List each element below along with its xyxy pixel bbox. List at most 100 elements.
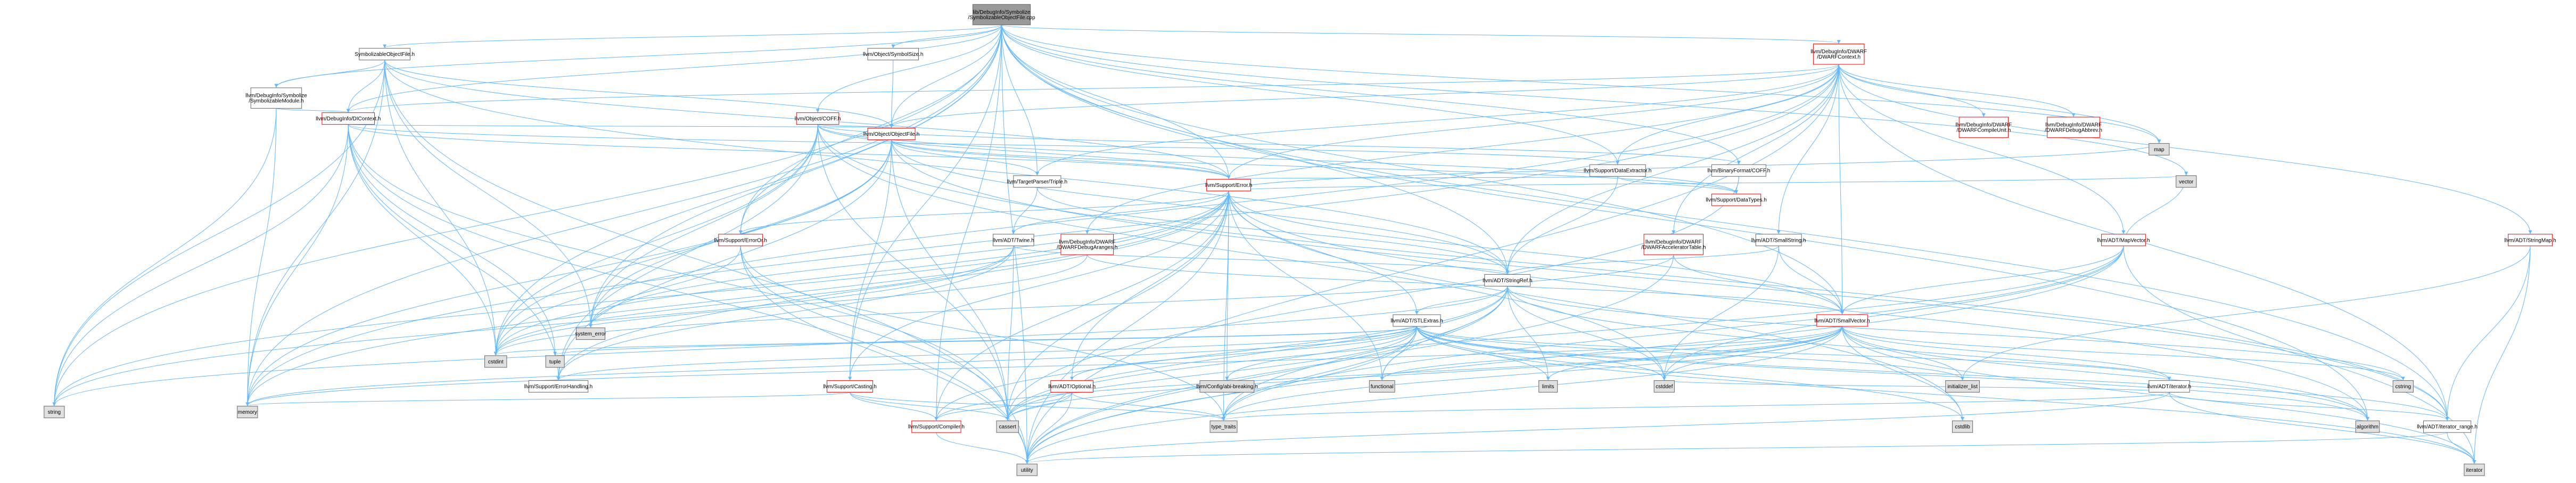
node-coff[interactable]: llvm/Object/COFF.h [795, 112, 841, 125]
node-box [867, 48, 919, 61]
node-label: llvm/Support/DataExtractor.h [1584, 168, 1651, 174]
node-smallstr[interactable]: llvm/ADT/SmallString.h [1751, 234, 1806, 247]
edge-error-to-functional [1228, 191, 1384, 381]
node-dwctx[interactable]: llvm/DebugInfo/DWARF/DWARFContext.h [1810, 43, 1867, 65]
node-casting[interactable]: llvm/Support/Casting.h [823, 380, 877, 393]
node-erroror[interactable]: llvm/Support/ErrorOr.h [714, 234, 767, 247]
node-twine[interactable]: llvm/ADT/Twine.h [993, 234, 1034, 247]
edge-error-to-map [1228, 142, 2161, 192]
edge-mapvec-to-smallvec [1840, 245, 2124, 315]
node-dwabbrev[interactable]: llvm/DebugInfo/DWARF/DWARFDebugAbbrev.h [2045, 117, 2102, 138]
node-cstdint: cstdint [484, 355, 507, 368]
edge-symobj-to-cstdint [384, 60, 498, 356]
edge-symobj-to-memory [245, 60, 385, 406]
edge-stlextras-to-tuple [553, 326, 1417, 356]
edge-stlextras-to-adtiter [1416, 326, 2171, 381]
edge-root-to-compiler [934, 24, 1002, 421]
edge-twine-to-strref [1013, 245, 1510, 275]
edge-smallvec-to-initlist [1842, 326, 1965, 381]
node-box [1206, 179, 1251, 192]
node-bfcoff[interactable]: llvm/BinaryFormat/COFF.h [1707, 164, 1770, 177]
node-config: llvm/Config/abi-breaking.h [1196, 380, 1258, 393]
node-label: llvm/Support/Compiler.h [908, 424, 965, 430]
edge-root-to-casting [848, 24, 1002, 381]
edge-strref-to-algorithm [1507, 286, 2369, 421]
node-strref[interactable]: llvm/ADT/StringRef.h [1483, 274, 1532, 286]
node-objfile[interactable]: llvm/Object/ObjectFile.h [863, 127, 920, 140]
node-label: map [2154, 147, 2165, 153]
edge-casting-to-cassert [850, 392, 1010, 421]
node-symobj[interactable]: SymbolizableObjectFile.h [355, 48, 415, 61]
node-strmap[interactable]: llvm/ADT/StringMap.h [2504, 234, 2556, 247]
node-dwcu[interactable]: llvm/DebugInfo/DWARF/DWARFCompileUnit.h [1955, 117, 2012, 138]
edge-symobj-to-objfile [384, 60, 893, 128]
edge-smallvec-to-utility [1025, 326, 1843, 464]
node-box [1013, 175, 1061, 188]
edge-optional-to-cassert [1006, 392, 1073, 421]
edge-root-to-cstdint [493, 24, 1002, 356]
node-cstdlib: cstdlib [1952, 420, 1973, 433]
node-triple[interactable]: llvm/TargetParser/Triple.h [1007, 175, 1068, 188]
node-dwaccel[interactable]: llvm/DebugInfo/DWARF/DWARFAcceleratorTab… [1641, 234, 1706, 255]
node-box [1711, 164, 1766, 177]
node-errhandling[interactable]: llvm/Support/ErrorHandling.h [524, 380, 592, 393]
node-box [972, 4, 1031, 26]
node-root[interactable]: lib/DebugInfo/Symbolize/SymbolizableObje… [968, 4, 1035, 26]
node-compiler[interactable]: llvm/Support/Compiler.h [908, 420, 965, 433]
edge-symobj-to-syserr [384, 60, 592, 328]
edge-error-to-casting [848, 191, 1229, 381]
edge-strref-to-cstddef [1507, 286, 1666, 381]
node-label: cstddef [1656, 384, 1673, 390]
node-dictx[interactable]: llvm/DebugInfo/DIContext.h [316, 112, 381, 125]
node-map: map [2149, 143, 2170, 155]
edge-strmap-to-iterrange [2445, 245, 2531, 421]
node-label: memory [238, 410, 257, 415]
node-symmod[interactable]: llvm/DebugInfo/Symbolize/SymbolizableMod… [245, 87, 307, 109]
node-box [718, 234, 763, 247]
node-iterator: iterator [2464, 463, 2485, 476]
node-box [2047, 117, 2100, 138]
edge-stlextras-to-limits [1416, 326, 1550, 381]
edge-root-to-smallvec [1001, 24, 1844, 315]
node-smallvec[interactable]: llvm/ADT/SmallVector.h [1814, 314, 1870, 327]
edge-compiler-to-utility [936, 432, 1029, 464]
node-adtiter[interactable]: llvm/ADT/iterator.h [2147, 380, 2191, 393]
node-box [2101, 234, 2146, 247]
node-box [993, 234, 1034, 247]
node-datatypes[interactable]: llvm/Support/DataTypes.h [1706, 193, 1767, 206]
edge-stlextras-to-memory [245, 326, 1417, 406]
node-label: llvm/ADT/SmallVector.h [1814, 318, 1870, 324]
node-error[interactable]: llvm/Support/Error.h [1205, 179, 1252, 192]
node-dwaranges[interactable]: llvm/DebugInfo/DWARF/DWARFDebugAranges.h [1057, 234, 1117, 255]
node-box [1209, 420, 1238, 433]
node-symsize[interactable]: llvm/Object/SymbolSize.h [863, 48, 923, 61]
edge-root-to-algorithm [1001, 24, 2369, 421]
edge-strref-to-cstring [1507, 286, 2405, 381]
edge-stlextras-to-cassert [1006, 326, 1417, 421]
node-box [322, 112, 375, 125]
edge-coff-to-errhandling [556, 124, 818, 381]
edge-objfile-to-strref [891, 140, 1510, 275]
edge-stlextras-to-iterrange [1416, 326, 2449, 421]
edge-error-to-compiler [934, 191, 1229, 421]
node-box [1958, 117, 2009, 138]
edge-strmap-to-initlist [1961, 245, 2531, 381]
node-string: string [44, 406, 65, 419]
node-dataext[interactable]: llvm/Support/DataExtractor.h [1584, 164, 1651, 177]
edge-error-to-twine [1011, 191, 1229, 234]
edge-dictx-to-error [348, 124, 1231, 179]
node-label: cstdint [488, 359, 504, 365]
node-optional[interactable]: llvm/ADT/Optional.h [1048, 380, 1096, 393]
node-stlextras[interactable]: llvm/ADT/STLExtras.h [1390, 314, 1443, 327]
edge-adtiter-to-iterator [2169, 392, 2476, 464]
edge-root-to-dictx [346, 24, 1002, 113]
node-iterrange[interactable]: llvm/ADT/iterator_range.h [2417, 420, 2478, 433]
node-label: /DWARFAcceleratorTable.h [1641, 244, 1706, 250]
edge-dwctx-to-smallvec [1838, 64, 1845, 315]
edge-triple-to-strref [1036, 187, 1510, 275]
node-cassert: cassert [996, 420, 1019, 433]
node-mapvec[interactable]: llvm/ADT/MapVector.h [2097, 234, 2150, 247]
edge-strref-to-stlextras [1414, 286, 1508, 315]
node-box [867, 127, 916, 140]
edge-strmap-to-iterator [2472, 245, 2531, 464]
